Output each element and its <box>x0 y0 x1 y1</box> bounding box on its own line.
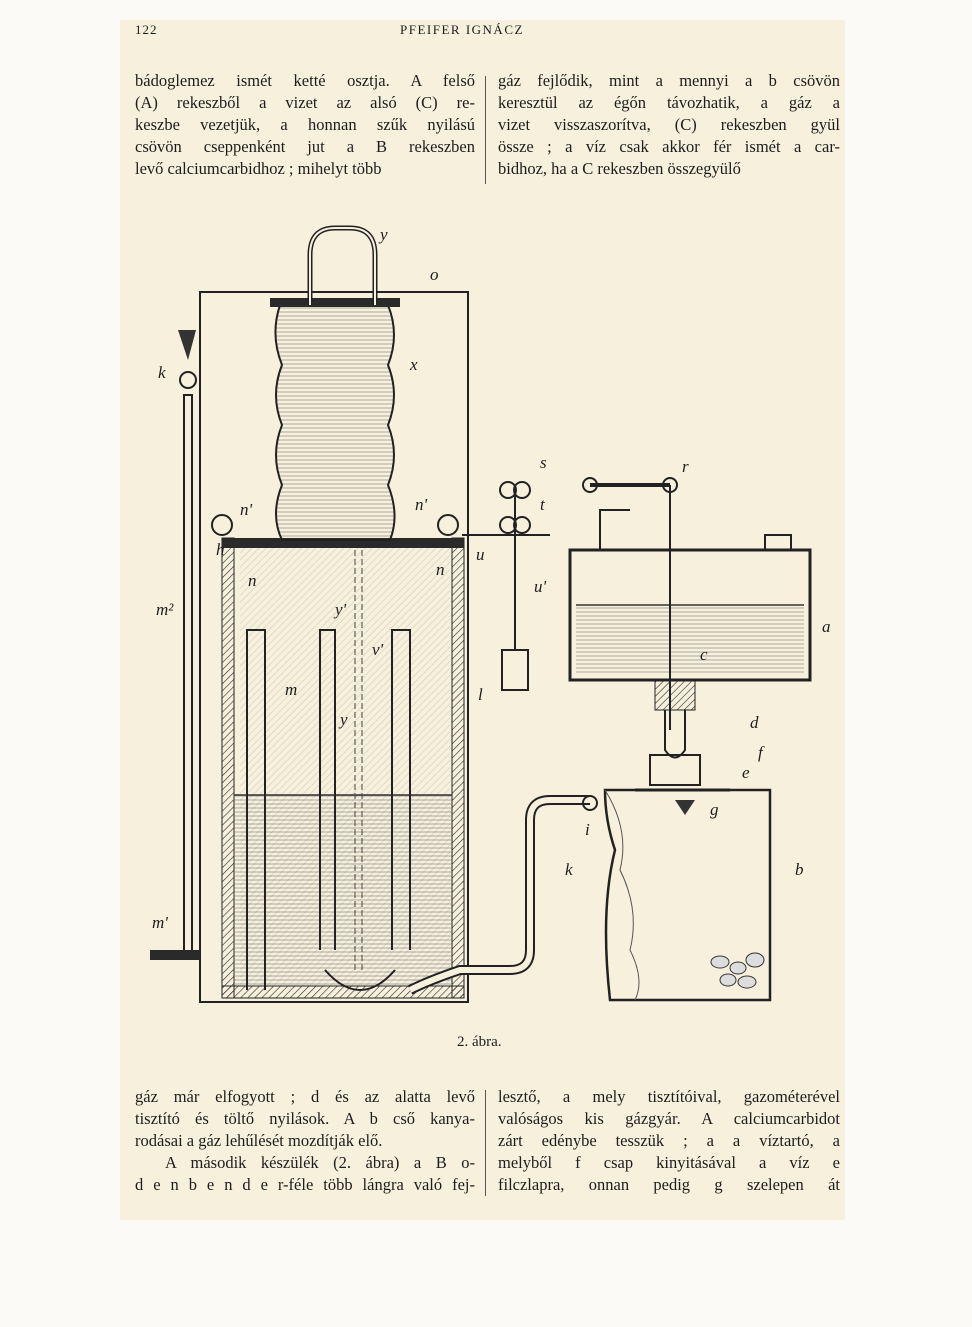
label-h: h <box>216 540 225 559</box>
cylinder-lid <box>222 538 464 548</box>
label-c: c <box>700 645 708 664</box>
text-line: gáz fejlődik, mint a mennyi a b csövön <box>498 71 840 90</box>
label-y1: y' <box>333 600 347 619</box>
text-line: keszbe vezetjük, a honnan szűk nyilású <box>135 115 475 134</box>
label-v1: v' <box>372 640 384 659</box>
text-line: rodásai a gáz lehűlését mozdítják elő. <box>135 1131 383 1150</box>
page-number: 122 <box>135 22 158 37</box>
text-line: bádoglemez ismét ketté osztja. A felső <box>135 71 475 90</box>
bottom-left-column: gáz már elfogyott ; d és az alatta levő … <box>135 1086 475 1196</box>
label-u1: u' <box>534 577 547 596</box>
text-line: filczlapra, onnan pedig g szelepen át <box>498 1175 840 1194</box>
figure-caption: 2. ábra. <box>457 1034 502 1050</box>
outer-frame <box>199 291 469 1003</box>
label-m2: m² <box>156 600 174 619</box>
label-a: a <box>822 617 831 636</box>
label-t: t <box>540 495 546 514</box>
bellows <box>274 304 396 541</box>
column-rule <box>485 76 486 184</box>
text-line: d e n b e n d e r-féle több lángra való … <box>135 1175 475 1194</box>
column-rule <box>485 1090 486 1196</box>
label-m: m <box>285 680 297 699</box>
text-line: vizet visszaszorítva, (C) rekeszben gyül <box>498 115 840 134</box>
text-line: melyből f csap kinyitásával a víz e <box>498 1153 840 1172</box>
label-n1b: n' <box>415 495 428 514</box>
label-n: n <box>248 571 257 590</box>
label-k: k <box>158 363 166 382</box>
label-i: i <box>585 820 590 839</box>
label-d: d <box>750 713 759 732</box>
label-f: f <box>758 743 765 762</box>
text-line: lesztő, a mely tisztítóival, gazométerév… <box>498 1087 840 1106</box>
bellows-cap <box>270 298 400 307</box>
label-o: o <box>430 265 439 284</box>
label-s: s <box>540 453 547 472</box>
water-level-left <box>234 795 452 986</box>
label-b: b <box>795 860 804 879</box>
label-nb: n <box>436 560 445 579</box>
label-m1: m' <box>152 913 168 932</box>
apparatus-drawing: y o x k n' n' h n n m² y' v' m y l m' s … <box>150 225 831 1003</box>
text-line: valóságos kis gázgyár. A calciumcarbidot <box>498 1109 840 1128</box>
label-r: r <box>682 457 689 476</box>
apparatus-figure: y o x k n' n' h n n m² y' v' m y l m' s … <box>130 210 850 1010</box>
text-line: össze ; a víz csak akkor fér ismét a car… <box>498 137 840 156</box>
label-n1: n' <box>240 500 253 519</box>
cylinder-wall-left <box>221 537 235 999</box>
text-line: levő calciumcarbidhoz ; mihelyt több <box>135 159 382 178</box>
label-u: u <box>476 545 485 564</box>
text-line: bidhoz, ha a C rekeszben összegyülő <box>498 159 741 178</box>
label-l: l <box>478 685 483 704</box>
cylinder-wall-right <box>451 537 465 999</box>
top-right-column: gáz fejlődik, mint a mennyi a b csövön k… <box>498 70 840 180</box>
label-kb: k <box>565 860 573 879</box>
text-line: gáz már elfogyott ; d és az alatta levő <box>135 1087 475 1106</box>
page-header: 122 PFEIFER IGNÁCZ <box>135 22 840 42</box>
label-e: e <box>742 763 750 782</box>
running-head: PFEIFER IGNÁCZ <box>400 22 524 37</box>
text-line: (A) rekeszből a vizet az alsó (C) re- <box>135 93 475 112</box>
label-y: y <box>378 225 388 244</box>
top-left-column: bádoglemez ismét ketté osztja. A felső (… <box>135 70 475 180</box>
text-line: tisztító és töltő nyilások. A b cső kany… <box>135 1109 475 1128</box>
label-yb: y <box>338 710 348 729</box>
bottom-right-column: lesztő, a mely tisztítóival, gazométerév… <box>498 1086 840 1196</box>
text-line: zárt edénybe tesszük ; a a víztartó, a <box>498 1131 840 1150</box>
text-line: A második készülék (2. ábra) a B o- <box>165 1153 475 1172</box>
label-x: x <box>409 355 418 374</box>
label-g: g <box>710 800 719 819</box>
text-line: keresztül az égőn távozhatik, a gáz a <box>498 93 840 112</box>
text-line: csövön cseppenként jut a B rekeszben <box>135 137 475 156</box>
